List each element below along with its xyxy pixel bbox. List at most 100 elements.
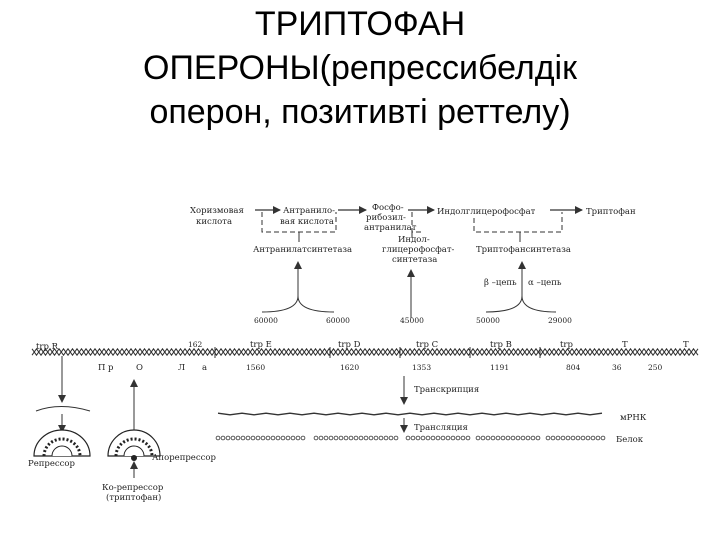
amino-acid-bead — [516, 436, 520, 440]
amino-acid-bead — [349, 436, 353, 440]
mrna-label: мРНК — [620, 413, 647, 423]
molecular-weight: 60000 — [254, 316, 278, 325]
amino-acid-bead — [561, 436, 565, 440]
amino-acid-bead — [246, 436, 250, 440]
slide-title: ТРИПТОФАН ОПЕРОНЫ(репрессибелдік оперон,… — [40, 2, 680, 134]
region-operator: О — [136, 363, 143, 373]
gene-label-trpB: trp B — [490, 340, 512, 350]
amino-acid-bead — [221, 436, 225, 440]
terminator-label: T — [683, 340, 689, 350]
amino-acid-bead — [324, 436, 328, 440]
amino-acid-bead — [506, 436, 510, 440]
amino-acid-bead — [581, 436, 585, 440]
amino-acid-bead — [481, 436, 485, 440]
amino-acid-bead — [359, 436, 363, 440]
gene-length: 1191 — [490, 363, 509, 372]
amino-acid-bead — [291, 436, 295, 440]
amino-acid-bead — [426, 436, 430, 440]
amino-acid-bead — [571, 436, 575, 440]
amino-acid-bead — [586, 436, 590, 440]
amino-acid-bead — [441, 436, 445, 440]
node-chorismic-acid: Хоризмовая — [190, 206, 244, 216]
amino-acid-bead — [251, 436, 255, 440]
gene-length: 1620 — [340, 363, 359, 372]
amino-acid-bead — [286, 436, 290, 440]
amino-acid-bead — [416, 436, 420, 440]
amino-acid-bead — [226, 436, 230, 440]
enzyme-anthranilate-synthetase: Антранилатсинтетаза — [253, 245, 352, 255]
gene-length: 1560 — [246, 363, 265, 372]
protein-chains — [216, 436, 605, 440]
enzyme-igp-synthetase-line3: синтетаза — [392, 255, 437, 265]
amino-acid-bead — [476, 436, 480, 440]
amino-acid-bead — [261, 436, 265, 440]
amino-acid-bead — [436, 436, 440, 440]
node-anthranilic-acid: Антранило- — [283, 206, 335, 216]
node-tryptophan: Триптофан — [586, 207, 636, 217]
amino-acid-bead — [364, 436, 368, 440]
gene-label-trpC: trp C — [416, 340, 438, 350]
gene-label-trpD: trp D — [338, 340, 361, 350]
amino-acid-bead — [411, 436, 415, 440]
amino-acid-bead — [466, 436, 470, 440]
repressor-shape — [34, 430, 90, 456]
region-attenuator: а — [202, 363, 207, 373]
amino-acid-bead — [301, 436, 305, 440]
title-line-3: оперон, позитивті реттелу) — [40, 90, 680, 134]
expression: Транскрипция мРНК Трансляция Белок — [216, 376, 647, 445]
protein-label: Белок — [616, 435, 644, 445]
gene-length: 250 — [648, 363, 663, 372]
amino-acid-bead — [271, 436, 275, 440]
amino-acid-bead — [354, 436, 358, 440]
repressor-label: Репрессор — [28, 459, 76, 469]
amino-acid-bead — [496, 436, 500, 440]
amino-acid-bead — [501, 436, 505, 440]
gene-label-trpR: trp R — [36, 342, 59, 352]
pathway: Хоризмовая кислота Антранило- вая кислот… — [190, 203, 636, 325]
corepressor-dot — [131, 455, 137, 461]
amino-acid-bead — [384, 436, 388, 440]
region-promoter-r: р — [108, 363, 114, 373]
amino-acid-bead — [389, 436, 393, 440]
amino-acid-bead — [281, 436, 285, 440]
amino-acid-bead — [486, 436, 490, 440]
amino-acid-bead — [421, 436, 425, 440]
amino-acid-bead — [216, 436, 220, 440]
synthesis-curve — [486, 296, 522, 312]
amino-acid-bead — [369, 436, 373, 440]
amino-acid-bead — [546, 436, 550, 440]
corepressor-label-line2: (триптофан) — [106, 492, 161, 503]
region-leader: Л — [178, 363, 185, 373]
amino-acid-bead — [406, 436, 410, 440]
amino-acid-bead — [566, 436, 570, 440]
amino-acid-bead — [231, 436, 235, 440]
amino-acid-bead — [431, 436, 435, 440]
title-line-2: ОПЕРОНЫ(репрессибелдік — [40, 46, 680, 90]
terminator-label: T — [622, 340, 628, 350]
gene-length: 1353 — [412, 363, 431, 372]
amino-acid-bead — [536, 436, 540, 440]
synthesis-curve — [522, 296, 556, 312]
gene-label-trpA: trp — [560, 340, 573, 350]
translation-label: Трансляция — [414, 423, 468, 433]
amino-acid-bead — [456, 436, 460, 440]
amino-acid-bead — [451, 436, 455, 440]
gene-label-162: 162 — [188, 340, 203, 349]
amino-acid-bead — [314, 436, 318, 440]
node-anthranilic-acid-line2: вая кислота — [280, 217, 334, 227]
amino-acid-bead — [601, 436, 605, 440]
amino-acid-bead — [329, 436, 333, 440]
amino-acid-bead — [576, 436, 580, 440]
node-indoleglycerol-phosphate: Индолглицерофосфат — [437, 207, 536, 217]
amino-acid-bead — [266, 436, 270, 440]
enzyme-igp-synthetase-line2: глицерофосфат- — [382, 245, 455, 255]
node-prpp: Фосфо- — [372, 203, 404, 213]
amino-acid-bead — [236, 436, 240, 440]
amino-acid-bead — [461, 436, 465, 440]
amino-acid-bead — [511, 436, 515, 440]
synthesis-curve — [262, 296, 298, 312]
node-prpp-line2: рибозил- — [366, 212, 406, 223]
amino-acid-bead — [319, 436, 323, 440]
amino-acid-bead — [596, 436, 600, 440]
amino-acid-bead — [551, 436, 555, 440]
